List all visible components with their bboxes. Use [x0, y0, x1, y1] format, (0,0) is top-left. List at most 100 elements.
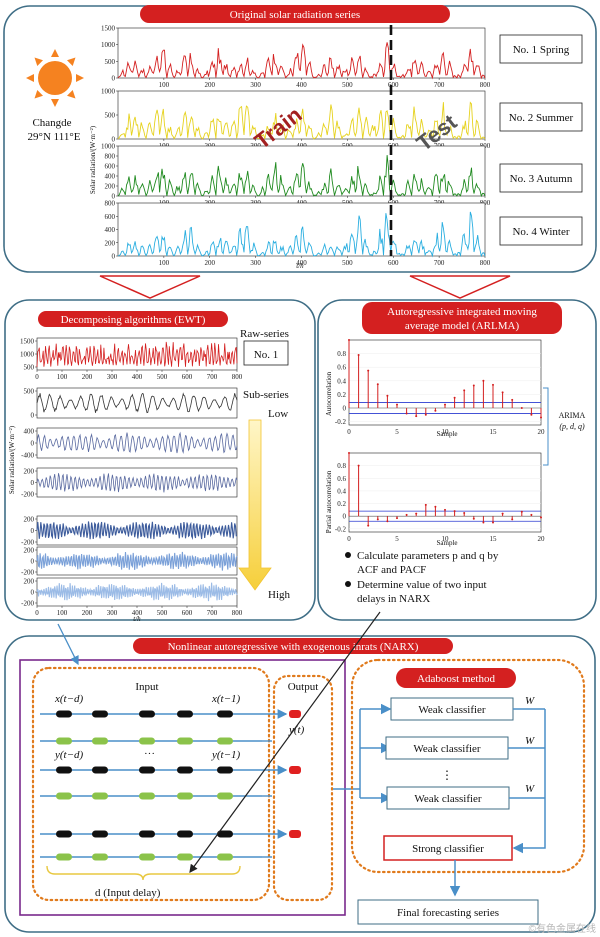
stem-point [434, 505, 437, 508]
delay-node [92, 792, 108, 800]
delay-node [92, 737, 108, 745]
y-tick-label: 0.4 [337, 487, 346, 495]
x-tick-label: 400 [296, 81, 307, 89]
arima-panel: Autoregressive integrated moving average… [317, 299, 597, 621]
x-tick-label: 300 [250, 81, 261, 89]
y-tick-label: 0.8 [337, 462, 346, 470]
delay-node [217, 830, 233, 838]
x-tick-label: 10 [442, 428, 450, 436]
delay-node [177, 766, 193, 774]
delay-node [56, 737, 72, 745]
x-tick-label: 0 [35, 609, 39, 617]
y-tick-label: 400 [105, 226, 116, 234]
stem-point [434, 409, 437, 412]
x-tick-label: 0 [347, 535, 351, 543]
y-tick-label: 600 [105, 163, 116, 171]
bullet-dot-2 [345, 581, 351, 587]
x-tick-label: 300 [250, 259, 261, 267]
delay-node [177, 710, 193, 718]
x-tick-label: 100 [159, 81, 170, 89]
input-label: Input [135, 681, 158, 693]
x-tick-label: 200 [82, 373, 93, 381]
stem-point [367, 524, 370, 527]
y-tick-label: 0.2 [337, 391, 346, 399]
top-title: Original solar radiation series [230, 9, 360, 21]
delay-node [139, 830, 155, 838]
y-tick-label: 600 [105, 213, 116, 221]
stem-point [386, 520, 389, 523]
delay-node [56, 830, 72, 838]
season-box-3: No. 3 Autumn [499, 163, 583, 193]
stem-point [501, 391, 504, 394]
stem-point [424, 503, 427, 506]
arima-title-pill [362, 302, 562, 334]
stem-point [482, 379, 485, 382]
output-label: Output [288, 681, 319, 693]
pacf-ylabel: Partial autocorrelation [325, 470, 333, 533]
x-tick-label: 700 [207, 373, 218, 381]
y-tick-label: -0.2 [335, 525, 347, 533]
down-arrow-left [99, 275, 201, 299]
x-tick-label: 600 [388, 81, 399, 89]
delay-node [139, 853, 155, 861]
delay-node [177, 792, 193, 800]
delay-node [56, 710, 72, 718]
y-tick-label: 0 [112, 253, 116, 261]
delay-node [92, 710, 108, 718]
y-tick-label: 0.2 [337, 500, 346, 508]
x-tick-label: 200 [205, 259, 216, 267]
x-tick-label: 500 [342, 259, 353, 267]
strong-classifier: Strong classifier [383, 835, 513, 861]
stem-point [453, 510, 456, 513]
output-node [289, 766, 301, 774]
output-node [289, 710, 301, 718]
stem-point [530, 413, 533, 416]
stem-point [520, 407, 523, 409]
vdots: ⋮ [441, 768, 453, 782]
ewt-ylabel: Solar radiation/(W·m⁻²) [8, 425, 16, 494]
y-tick-label: 400 [105, 173, 116, 181]
weak-classifier-3: Weak classifier [386, 786, 510, 810]
y-tick-label: 0 [31, 589, 35, 597]
stem-point [453, 396, 456, 399]
acf-xlabel: Sample [437, 430, 458, 438]
y-tick-label: 0.6 [337, 364, 346, 372]
stem-point [540, 416, 542, 419]
season-series-line [117, 101, 486, 141]
delay-node [92, 830, 108, 838]
final-forecast-box: Final forecasting series [357, 899, 539, 925]
narx-panel-frame [4, 635, 596, 933]
x-tick-label: 15 [490, 535, 498, 543]
adaboost-box [350, 658, 586, 874]
narx-rows [40, 709, 301, 861]
sub-series-label: Sub-series [243, 389, 289, 401]
arima-bracket-label-2: (p, d, q) [559, 422, 585, 431]
season-box-4: No. 4 Winter [499, 216, 583, 246]
narx-row-3 [40, 765, 301, 775]
weak-classifier-label: Weak classifier [413, 743, 481, 755]
delay-node [217, 853, 233, 861]
delay-node [217, 792, 233, 800]
adaboost-title: Adaboost method [417, 673, 495, 685]
ellipsis: ··· [144, 748, 155, 760]
x-tick-label: 300 [107, 609, 118, 617]
weight-trunk [512, 709, 546, 854]
x-tick-label: 5 [395, 428, 399, 436]
season-series-line [117, 42, 486, 80]
stem-point [367, 369, 370, 372]
delay-node [139, 792, 155, 800]
pacf-xlabel: Sample [437, 539, 458, 547]
ewt-box [243, 340, 289, 366]
arima-title-line2: average model (ARLMA) [405, 320, 520, 332]
season-box-1: No. 1 Spring [499, 34, 583, 64]
x-tick-label: 800 [232, 373, 243, 381]
x-tick-label: 20 [538, 535, 546, 543]
delay-node [92, 766, 108, 774]
bullet1-line2: ACF and PACF [357, 564, 426, 576]
